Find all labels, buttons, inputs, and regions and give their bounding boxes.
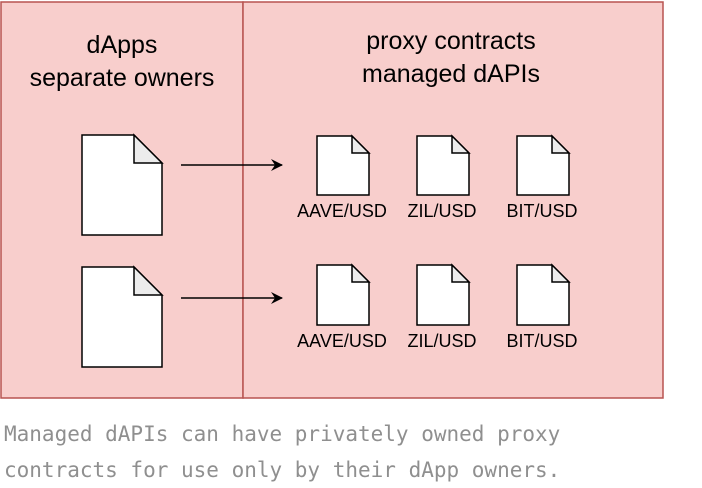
dapps-panel-title: dApps separate owners	[0, 29, 244, 95]
dapi-label: BIT/USD	[506, 201, 578, 221]
dapps-title-line-1: dApps	[86, 31, 158, 59]
caption-line-1: Managed dAPIs can have privately owned p…	[4, 422, 561, 446]
proxy-title-line-2: managed dAPIs	[362, 60, 540, 88]
proxy-document-icon	[516, 134, 571, 196]
caption-line-2: contracts for use only by their dApp own…	[4, 458, 561, 482]
dapi-label: BIT/USD	[506, 331, 578, 351]
diagram: dApps separate owners proxy contracts ma…	[0, 1, 664, 399]
proxy-title-line-1: proxy contracts	[366, 27, 536, 55]
dapi-label: ZIL/USD	[407, 201, 477, 221]
proxy-document-icon	[516, 263, 571, 326]
dapp-document-icon-1	[81, 133, 164, 236]
proxy-document-icon	[316, 263, 371, 326]
dapp-document-icon-2	[81, 265, 164, 368]
diagram-canvas	[0, 1, 664, 399]
proxy-contracts-panel	[242, 1, 664, 399]
dapi-label: ZIL/USD	[407, 331, 477, 351]
dapi-label: AAVE/USD	[297, 331, 387, 351]
dapps-title-line-2: separate owners	[29, 64, 215, 92]
proxy-document-icon	[416, 263, 471, 326]
proxy-panel-title: proxy contracts managed dAPIs	[244, 25, 658, 91]
proxy-document-icon	[416, 134, 471, 196]
proxy-document-icon	[316, 134, 371, 196]
caption: Managed dAPIs can have privately owned p…	[4, 416, 694, 488]
dapi-label: AAVE/USD	[297, 201, 387, 221]
